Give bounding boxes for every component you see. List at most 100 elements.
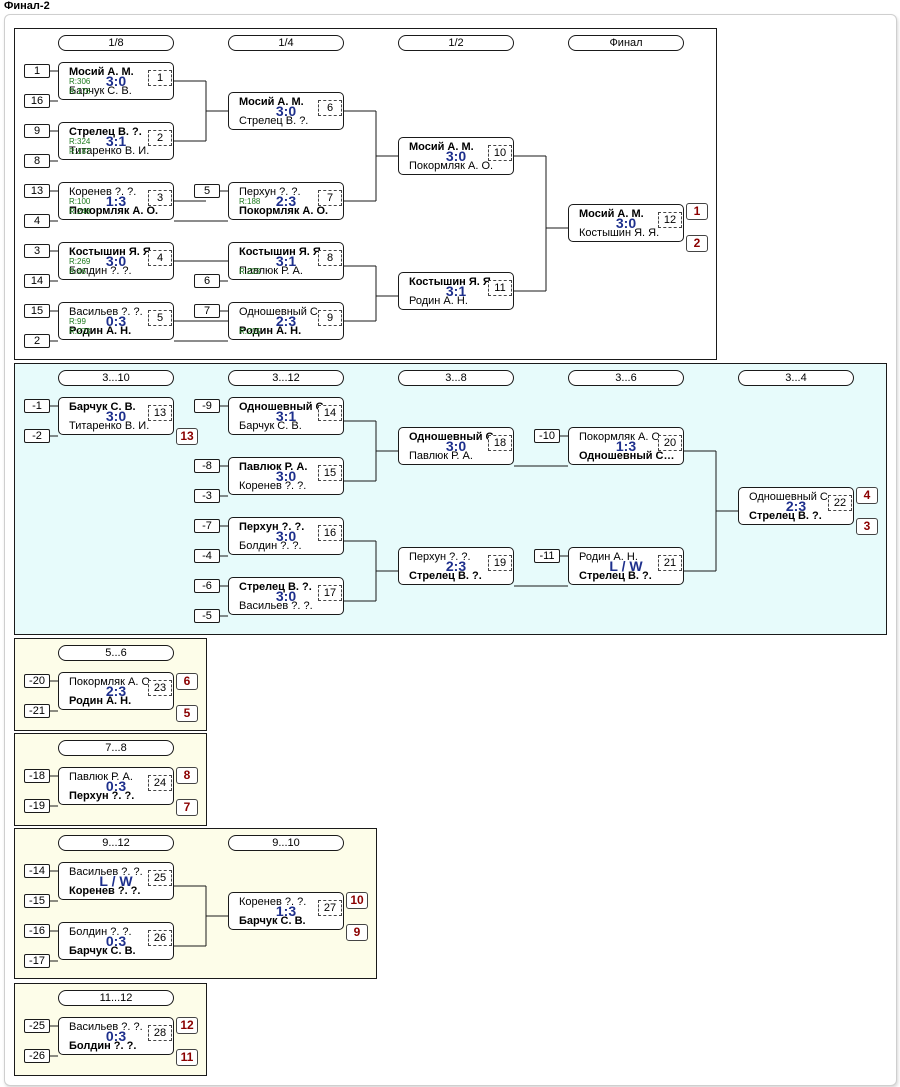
match-score: 2:3	[275, 193, 297, 209]
seed-number: -10	[534, 429, 560, 443]
seed-number: -11	[534, 549, 560, 563]
seed-number: 2	[24, 334, 50, 348]
rating-bottom: R:176	[69, 87, 91, 96]
seed-number: -9	[194, 399, 220, 413]
match-score: L / W	[99, 873, 133, 889]
match-score: 2:3	[445, 558, 467, 574]
round-label: 7...8	[58, 740, 174, 756]
match-number: 8	[318, 250, 342, 266]
rating-top: R:269	[69, 257, 91, 266]
match-score: 3:0	[445, 438, 467, 454]
seed-number: 16	[24, 94, 50, 108]
place-number: 12	[176, 1017, 198, 1034]
round-label: 11...12	[58, 990, 174, 1006]
match-score: 1:3	[615, 438, 637, 454]
place-number: 5	[176, 705, 198, 722]
seed-number: -8	[194, 459, 220, 473]
page-title: Финал-2	[4, 0, 50, 12]
round-label: Финал	[568, 35, 684, 51]
match-score: 2:3	[105, 683, 127, 699]
match-number: 14	[318, 405, 342, 421]
match-number: 27	[318, 900, 342, 916]
match-number: 7	[318, 190, 342, 206]
seed-number: 13	[24, 184, 50, 198]
rating-bottom: R:273	[69, 327, 91, 336]
rating-top: R:99	[69, 317, 86, 326]
seed-number: 5	[194, 184, 220, 198]
match-number: 13	[148, 405, 172, 421]
place-number: 2	[686, 235, 708, 252]
place-number: 4	[856, 487, 878, 504]
place-number: 7	[176, 799, 198, 816]
match-score: 2:3	[785, 498, 807, 514]
place-number: 11	[176, 1049, 198, 1066]
match-number: 9	[318, 310, 342, 326]
round-label: 3...8	[398, 370, 514, 386]
place-number: 6	[176, 673, 198, 690]
match-number: 20	[658, 435, 682, 451]
match-number: 17	[318, 585, 342, 601]
seed-number: -16	[24, 924, 50, 938]
seed-number: -14	[24, 864, 50, 878]
seed-number: 4	[24, 214, 50, 228]
seed-number: -19	[24, 799, 50, 813]
match-number: 10	[488, 145, 512, 161]
seed-number: 14	[24, 274, 50, 288]
match-number: 23	[148, 680, 172, 696]
round-label: 5...6	[58, 645, 174, 661]
match-score: 0:3	[105, 1028, 127, 1044]
seed-number: -4	[194, 549, 220, 563]
match-number: 19	[488, 555, 512, 571]
match-score: 1:3	[275, 903, 297, 919]
match-number: 1	[148, 70, 172, 86]
seed-number: -2	[24, 429, 50, 443]
match-score: 3:0	[105, 253, 127, 269]
match-number: 5	[148, 310, 172, 326]
match-number: 2	[148, 130, 172, 146]
round-label: 1/2	[398, 35, 514, 51]
match-score: 3:1	[275, 408, 297, 424]
seed-number: 1	[24, 64, 50, 78]
rating-top: R:100	[69, 197, 91, 206]
match-number: 24	[148, 775, 172, 791]
match-score: L / W	[609, 558, 643, 574]
match-number: 15	[318, 465, 342, 481]
seed-number: 8	[24, 154, 50, 168]
match-score: 3:0	[105, 73, 127, 89]
seed-number: -18	[24, 769, 50, 783]
seed-number: -1	[24, 399, 50, 413]
match-score: 3:1	[275, 253, 297, 269]
rating-bottom: R:215	[239, 327, 261, 336]
match-number: 16	[318, 525, 342, 541]
seed-number: -5	[194, 609, 220, 623]
match-score: 3:0	[275, 528, 297, 544]
